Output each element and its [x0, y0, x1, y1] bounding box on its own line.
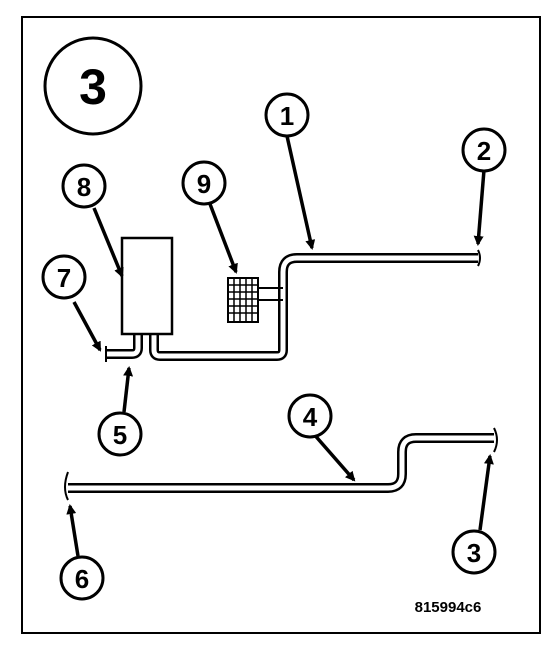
callout-7: 7	[41, 254, 87, 300]
callout-4: 4	[287, 393, 333, 439]
svg-text:2: 2	[477, 136, 491, 166]
panel-label: 3	[43, 36, 143, 136]
callout-6: 6	[59, 555, 105, 601]
vapor-canister	[120, 236, 174, 336]
callout-3: 3	[451, 529, 497, 575]
svg-text:3: 3	[467, 538, 481, 568]
leader-5	[122, 366, 134, 413]
svg-text:6: 6	[75, 564, 89, 594]
canister-vent-tube	[106, 333, 143, 359]
svg-text:4: 4	[303, 402, 318, 432]
upper-tube-end	[477, 249, 481, 267]
upper-main-tube	[278, 253, 478, 348]
reference-code: 815994c6	[415, 599, 482, 616]
leader-9	[208, 203, 238, 274]
leader-7	[72, 301, 102, 352]
panel-label-text: 3	[79, 59, 107, 115]
callout-9: 9	[181, 160, 227, 206]
svg-text:7: 7	[57, 263, 71, 293]
svg-text:1: 1	[280, 101, 294, 131]
callout-1: 1	[264, 92, 310, 138]
leader-8	[92, 207, 124, 278]
leader-4	[310, 430, 356, 482]
svg-text:5: 5	[113, 420, 127, 450]
leader-1	[285, 135, 316, 250]
callout-2: 2	[461, 127, 507, 173]
callout-5: 5	[97, 411, 143, 457]
upper-tube-assembly	[105, 249, 481, 362]
leader-2	[473, 169, 486, 246]
callout-8: 8	[61, 163, 107, 209]
figure-border	[21, 16, 541, 634]
canister-outlet-tube	[149, 333, 288, 361]
svg-text:8: 8	[77, 172, 91, 202]
lower-tube-left-end	[64, 471, 69, 501]
leader-lines	[66, 135, 494, 557]
svg-text:9: 9	[197, 169, 211, 199]
leader-3	[478, 454, 494, 531]
leader-6	[66, 504, 80, 557]
lower-tube-right-end	[493, 427, 498, 453]
filter-element	[227, 277, 259, 323]
lower-tube-assembly	[64, 427, 498, 501]
